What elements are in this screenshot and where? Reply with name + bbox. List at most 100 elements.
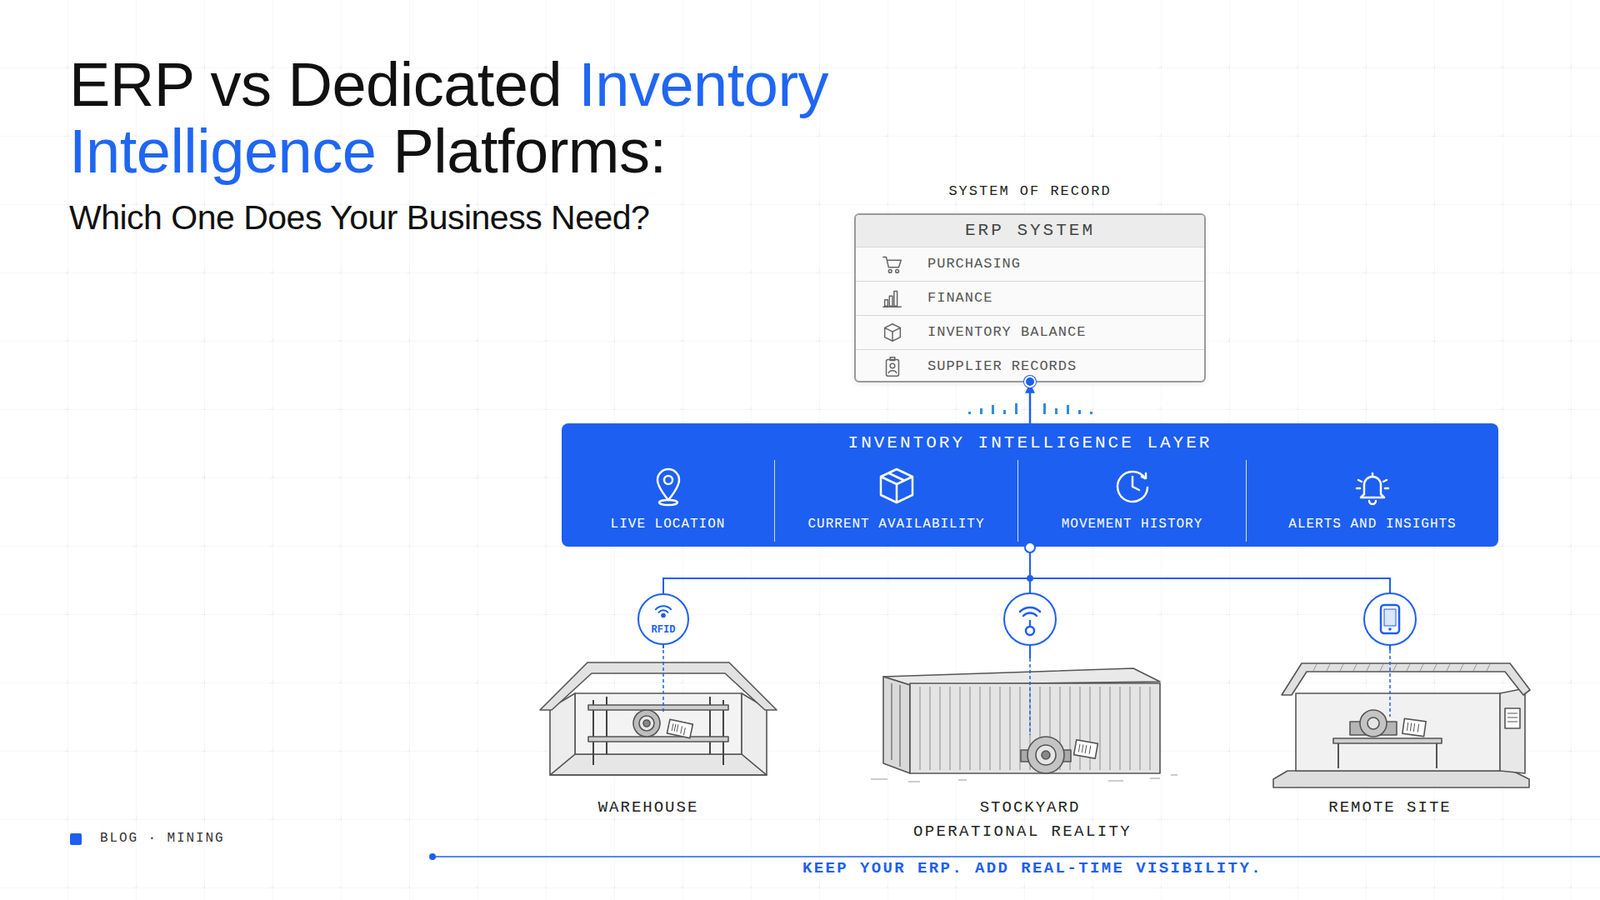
warehouse-drawing (588, 705, 729, 710)
module-row: SUPPLIER RECORDS (855, 349, 1205, 381)
junction-dot (1024, 375, 1036, 388)
category-square (70, 833, 82, 845)
remote-shed-drawing (1281, 663, 1530, 695)
node-label: STOCKYARD (875, 798, 1185, 817)
signal-bars (1090, 411, 1093, 415)
node-label: ERP SYSTEM (855, 215, 1205, 248)
container-drawing (1041, 750, 1050, 760)
remote-shed-drawing (1313, 664, 1490, 671)
cube-icon (875, 465, 918, 507)
phone-badge (1364, 593, 1416, 645)
remote-shed-drawing (1338, 743, 1437, 769)
warehouse-drawing (550, 774, 767, 776)
signal-bars (980, 408, 983, 415)
container-drawing (940, 686, 941, 770)
signal-bars (1003, 410, 1006, 415)
subtitle: Which One Does Your Business Need? (69, 198, 650, 238)
remote-shed-drawing (1273, 770, 1530, 788)
signal-bars (1043, 403, 1046, 415)
remote-shed-drawing (1406, 664, 1410, 671)
remote-shed-drawing (1340, 664, 1344, 671)
capability-cell: LIVE LOCATION (561, 460, 775, 542)
footer-rule (432, 855, 1600, 858)
remote-shed-drawing (1460, 664, 1464, 671)
bars-icon (883, 306, 901, 308)
intelligence-band: INVENTORY INTELLIGENCE LAYERLIVE LOCATIO… (561, 423, 1499, 547)
warehouse-drawing (671, 723, 686, 735)
wifi-badge (1004, 593, 1056, 645)
clock-icon (1132, 476, 1140, 490)
title-word: Intelligence (69, 116, 393, 186)
cart-icon (888, 270, 892, 274)
container-drawing (1000, 686, 1001, 770)
capability-cell: ALERTS AND INSIGHTS (1245, 460, 1499, 542)
container-drawing (910, 683, 1160, 774)
leader-line (1029, 658, 1031, 735)
warehouse-drawing (550, 754, 767, 775)
remote-shed-drawing (1406, 722, 1419, 733)
leader-line (1389, 650, 1391, 717)
caption-label: OPERATIONAL REALITY (855, 822, 1190, 841)
phone-badge (1380, 605, 1400, 634)
wifi-badge (1020, 607, 1040, 616)
footer-rule (429, 853, 1600, 860)
container-drawing (1035, 745, 1056, 765)
rfid-badge: RFID (637, 593, 690, 645)
node-label: RFID (639, 624, 688, 636)
bell-icon (1351, 465, 1394, 507)
node-label: INVENTORY BALANCE (927, 315, 1086, 350)
title-word: vs (210, 50, 288, 120)
warehouse-drawing (639, 715, 655, 731)
module-row: INVENTORY BALANCE (855, 315, 1205, 350)
wifi-icon (661, 614, 665, 618)
container-drawing (1120, 686, 1121, 770)
erp-system-box: SYSTEM OF RECORDERP SYSTEMPURCHASINGFINA… (854, 213, 1206, 383)
pin-icon (657, 469, 680, 500)
cart-icon (880, 252, 905, 276)
title-word: Platforms: (392, 116, 666, 186)
cube-icon (880, 469, 913, 503)
container-drawing (980, 686, 981, 770)
title-word: Dedicated (287, 50, 579, 120)
box-icon (880, 320, 905, 345)
remote-shed-drawing (1380, 664, 1384, 671)
wifi-badge (1025, 626, 1035, 635)
signal-bars (968, 403, 1093, 415)
remote-shed-drawing (1505, 708, 1520, 729)
remote-shed-drawing (1500, 688, 1525, 774)
clock-icon (1111, 465, 1154, 507)
remote-shed-drawing (1420, 664, 1424, 671)
signal-bars (1078, 410, 1081, 415)
connector (663, 546, 1030, 594)
remote-shed-drawing (1333, 738, 1442, 744)
container-drawing (990, 686, 991, 770)
remote-shed-drawing (1366, 664, 1370, 671)
clock-icon (1141, 473, 1146, 479)
capability-cell: CURRENT AVAILABILITY (774, 460, 1018, 542)
signal-bars (1055, 408, 1058, 415)
container-drawing (1074, 740, 1099, 759)
node-label: PURCHASING (927, 247, 1021, 281)
bell-icon (1360, 476, 1385, 498)
container-drawing (960, 686, 961, 770)
title-word: ERP (69, 50, 210, 120)
container-drawing (870, 775, 1178, 782)
wifi-badge (1004, 593, 1056, 645)
container-drawing (883, 668, 1160, 685)
phone-badge (1388, 627, 1392, 631)
title-word: Inventory (578, 50, 829, 120)
container-drawing (1027, 736, 1065, 774)
footer-rule (429, 853, 436, 860)
remote-shed-drawing (1393, 664, 1397, 671)
connector (662, 645, 665, 650)
connector (1030, 546, 1390, 650)
container-drawing (950, 686, 951, 770)
container-drawing (970, 686, 971, 770)
tagline: KEEP YOUR ERP. ADD REAL-TIME VISIBILITY. (740, 859, 1325, 878)
remote-shed-drawing (1486, 664, 1490, 671)
container-drawing (1110, 686, 1111, 770)
connector (1029, 384, 1032, 424)
remote-shed-drawing (1353, 664, 1357, 671)
warehouse-drawing (575, 693, 742, 755)
